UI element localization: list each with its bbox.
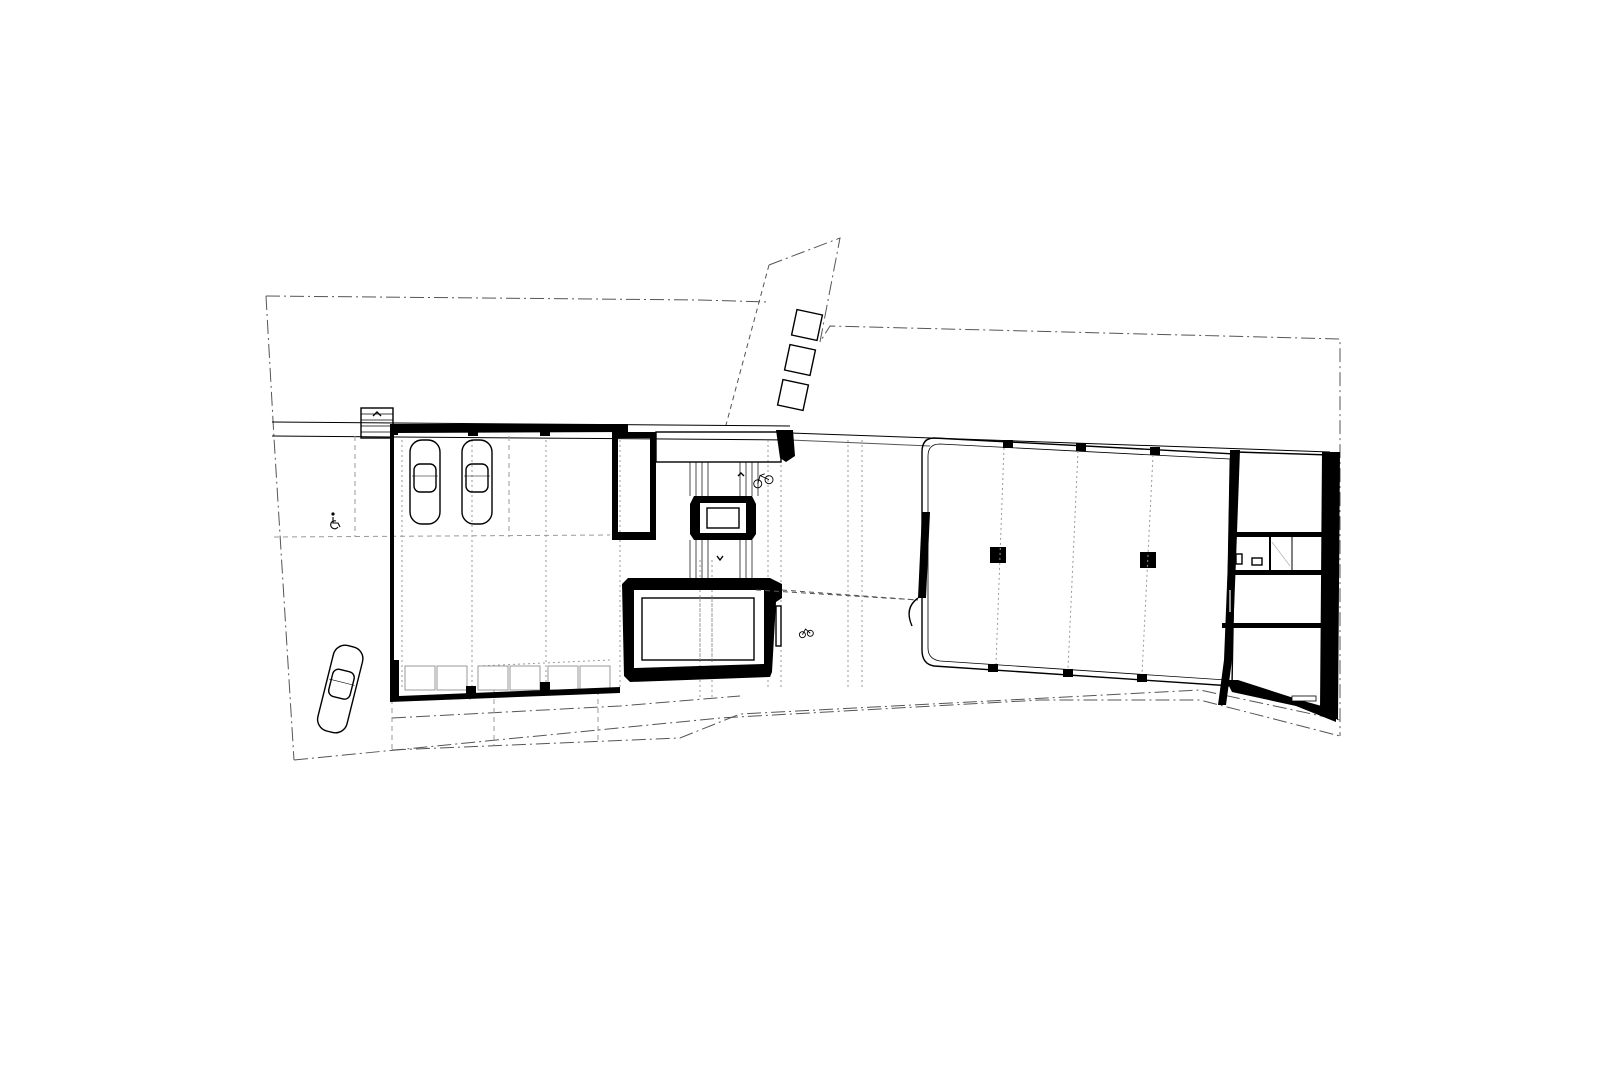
garage-building	[390, 424, 628, 702]
chevron-down-icon	[716, 555, 724, 562]
service-wall-south	[1226, 680, 1336, 722]
garage-wall-west	[390, 430, 394, 662]
road-edge-north-3	[789, 432, 1331, 453]
garage-wall-south	[390, 660, 620, 702]
plate-1	[790, 308, 824, 342]
service-wall-east	[1320, 452, 1340, 720]
bike-racks	[404, 659, 611, 691]
car-parked-1	[409, 439, 441, 525]
entrance-canopy	[655, 431, 782, 463]
car-parked-2	[461, 439, 493, 525]
stepping-plates	[776, 308, 824, 412]
service-wall-west	[1218, 450, 1240, 705]
wheelchair-icon	[330, 512, 341, 530]
boundary-south	[293, 699, 1341, 761]
toilet-fixture	[1251, 557, 1263, 566]
central-block-inner	[641, 597, 755, 661]
car-street	[316, 644, 364, 734]
road-edge-north-4	[789, 439, 931, 447]
chevron-up-icon	[737, 472, 745, 477]
entrance-steps	[360, 407, 394, 439]
central-block	[622, 578, 919, 682]
road-edge-south-1	[391, 695, 741, 719]
service-partition-3	[1222, 623, 1332, 628]
service-partition-1	[1232, 532, 1332, 537]
lift-core-walls	[690, 496, 756, 540]
central-block-walls	[622, 578, 782, 682]
stair-core	[689, 462, 759, 578]
storage-walls	[612, 432, 656, 540]
hall-inner-outline	[927, 443, 1231, 681]
bicycle-icon	[798, 628, 814, 639]
garage-wall-north	[390, 424, 628, 435]
road-edge-south-2	[391, 689, 1341, 751]
door-opening	[1291, 695, 1317, 702]
boundary-north-right	[768, 237, 1341, 736]
road-edges	[271, 421, 1341, 751]
service-block	[1218, 450, 1340, 722]
bicycle-icon	[753, 473, 774, 489]
path-edge-west	[725, 264, 770, 426]
boundary-west	[265, 295, 295, 761]
stair-treads-north	[689, 462, 759, 496]
steps-outline	[360, 407, 394, 439]
hall-wall-west	[918, 512, 930, 598]
sink-fixture	[1235, 553, 1243, 565]
storage-block	[612, 430, 795, 540]
chevron-up-icon	[372, 411, 382, 417]
stair-treads-south	[689, 540, 753, 578]
window	[775, 605, 782, 647]
door-swing	[908, 597, 919, 627]
plate-3	[776, 378, 810, 412]
hall-building	[908, 437, 1237, 687]
column-corner	[776, 430, 795, 462]
plate-2	[783, 343, 817, 377]
hall-outline	[921, 437, 1237, 687]
boundary-north-left	[265, 295, 770, 303]
site-boundary	[265, 237, 1341, 761]
hall-column-1	[990, 547, 1006, 563]
service-partition-2	[1232, 570, 1332, 575]
road-edge-north-2	[271, 435, 791, 441]
lift-car	[706, 507, 740, 529]
